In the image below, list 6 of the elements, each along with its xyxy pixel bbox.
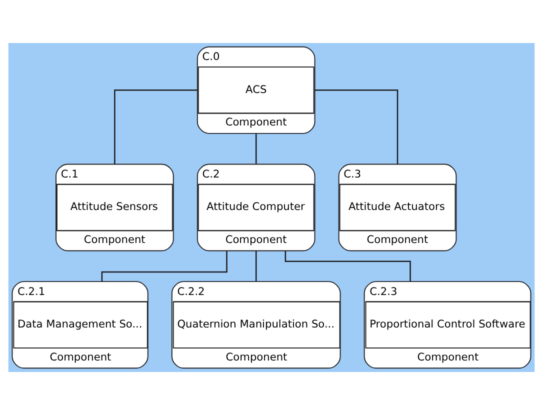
connector	[101, 250, 228, 281]
connector	[314, 89, 398, 164]
connector	[255, 250, 257, 281]
connector	[284, 250, 411, 281]
connector	[255, 133, 257, 164]
connector	[114, 89, 198, 164]
